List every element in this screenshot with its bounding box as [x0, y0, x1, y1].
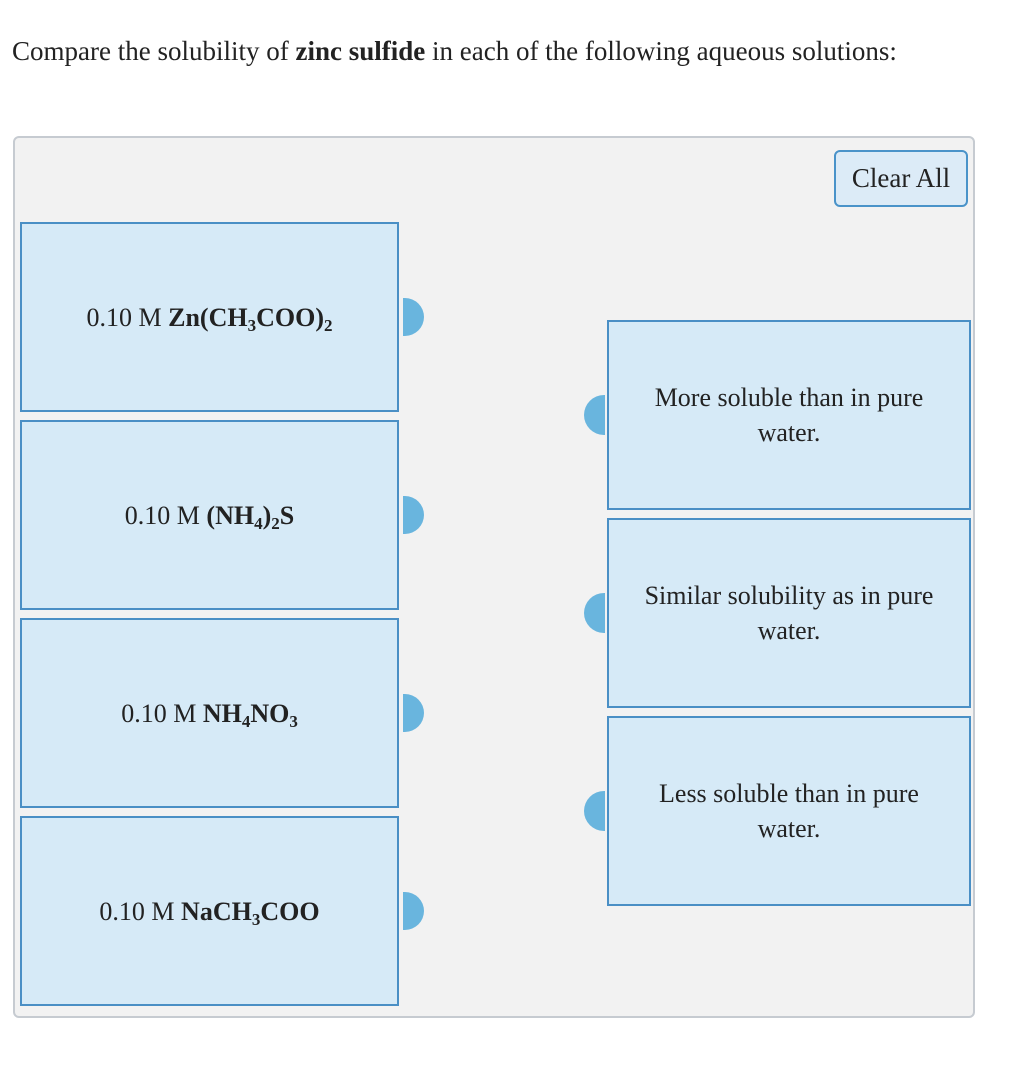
- clear-all-button[interactable]: Clear All: [834, 150, 968, 207]
- solution-formula: NaCH3COO: [181, 896, 320, 929]
- formula-text: S: [279, 500, 295, 530]
- formula-text: NH: [202, 698, 242, 728]
- category-similar-solubility[interactable]: Similar solubility as in pure water.: [607, 518, 971, 708]
- solution-formula: Zn(CH3COO)2: [168, 302, 333, 335]
- formula-text: ): [262, 500, 272, 530]
- formula-subscript: 3: [251, 909, 261, 929]
- formula-text: COO: [260, 896, 320, 926]
- solution-item-sodium-acetate[interactable]: 0.10 M NaCH3COO: [20, 816, 399, 1006]
- formula-subscript: 2: [323, 315, 333, 335]
- solution-label: 0.10 M (NH4)2S: [125, 498, 294, 533]
- formula-subscript: 4: [254, 513, 263, 533]
- solution-item-ammonium-sulfide[interactable]: 0.10 M (NH4)2S: [20, 420, 399, 610]
- question-compound: zinc sulfide: [295, 36, 426, 66]
- target-handle-more-soluble[interactable]: [584, 395, 605, 435]
- connector-handle-ammonium-nitrate[interactable]: [403, 694, 424, 732]
- question-suffix: in each of the following aqueous solutio…: [425, 36, 897, 66]
- solution-item-zn-acetate[interactable]: 0.10 M Zn(CH3COO)2: [20, 222, 399, 412]
- target-handle-less-soluble[interactable]: [584, 791, 605, 831]
- formula-text: COO): [256, 302, 324, 332]
- connector-handle-zn-acetate[interactable]: [403, 298, 424, 336]
- solution-concentration: 0.10 M: [124, 500, 207, 530]
- category-label: Less soluble than in pure water.: [659, 779, 919, 843]
- solution-concentration: 0.10 M: [99, 896, 182, 926]
- formula-text: Zn(CH: [168, 302, 248, 332]
- formula-subscript: 2: [271, 513, 280, 533]
- formula-text: NO: [250, 698, 290, 728]
- question-prefix: Compare the solubility of: [12, 36, 296, 66]
- solution-formula: (NH4)2S: [206, 500, 295, 533]
- solution-item-ammonium-nitrate[interactable]: 0.10 M NH4NO3: [20, 618, 399, 808]
- solution-label: 0.10 M NaCH3COO: [99, 894, 319, 929]
- solution-formula: NH4NO3: [202, 698, 298, 731]
- category-less-soluble[interactable]: Less soluble than in pure water.: [607, 716, 971, 906]
- formula-subscript: 3: [247, 315, 257, 335]
- formula-subscript: 3: [289, 711, 298, 731]
- solution-label: 0.10 M NH4NO3: [121, 696, 298, 731]
- connector-handle-sodium-acetate[interactable]: [403, 892, 424, 930]
- question-text: Compare the solubility of zinc sulfide i…: [12, 36, 897, 67]
- solution-concentration: 0.10 M: [86, 302, 169, 332]
- formula-subscript: 4: [241, 711, 251, 731]
- solution-label: 0.10 M Zn(CH3COO)2: [87, 300, 333, 335]
- connector-handle-ammonium-sulfide[interactable]: [403, 496, 424, 534]
- solution-concentration: 0.10 M: [121, 698, 203, 728]
- target-handle-similar-solubility[interactable]: [584, 593, 605, 633]
- category-label: More soluble than in pure water.: [654, 383, 924, 447]
- formula-text: NaCH: [181, 896, 252, 926]
- formula-text: (NH: [206, 500, 255, 530]
- category-label: Similar solubility as in pure water.: [644, 581, 934, 645]
- category-more-soluble[interactable]: More soluble than in pure water.: [607, 320, 971, 510]
